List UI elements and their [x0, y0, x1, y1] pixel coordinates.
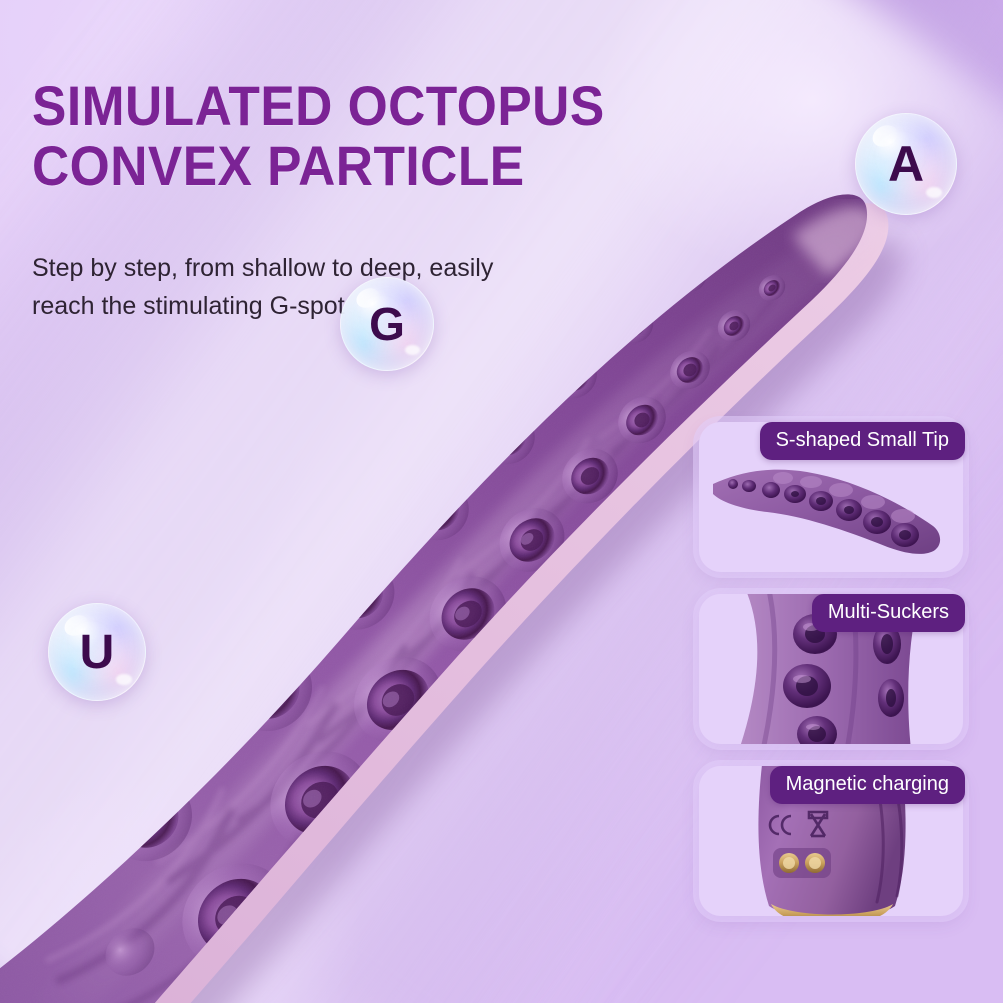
bubble-letter-g: G — [369, 298, 405, 350]
bubble-badge-g: G — [340, 277, 434, 371]
background-glow-bottom-left — [0, 702, 442, 1003]
bubble-badge-a: A — [855, 113, 957, 215]
headline-line-1: SIMULATED OCTOPUS — [32, 73, 605, 137]
feature-panel-list: S-shaped Small Tip — [683, 400, 1003, 930]
subheadline: Step by step, from shallow to deep, easi… — [32, 254, 494, 320]
headline-line-2: CONVEX PARTICLE — [32, 133, 525, 197]
bubble-letter-u: U — [79, 625, 115, 679]
feature-panel-s-shaped-small-tip: S-shaped Small Tip — [683, 422, 1003, 572]
bubble-letter-a: A — [887, 136, 925, 192]
bubble-badge-u: U — [48, 603, 146, 701]
page-title: SIMULATED OCTOPUS CONVEX PARTICLE — [32, 73, 731, 197]
feature-panel-multi-suckers: Multi-Suckers — [683, 594, 1003, 744]
feature-panel-magnetic-charging: Magnetic charging — [683, 766, 1003, 916]
feature-label-magnetic-charging: Magnetic charging — [769, 766, 965, 804]
feature-label-s-shaped-small-tip: S-shaped Small Tip — [759, 422, 965, 460]
feature-label-multi-suckers: Multi-Suckers — [811, 594, 965, 632]
